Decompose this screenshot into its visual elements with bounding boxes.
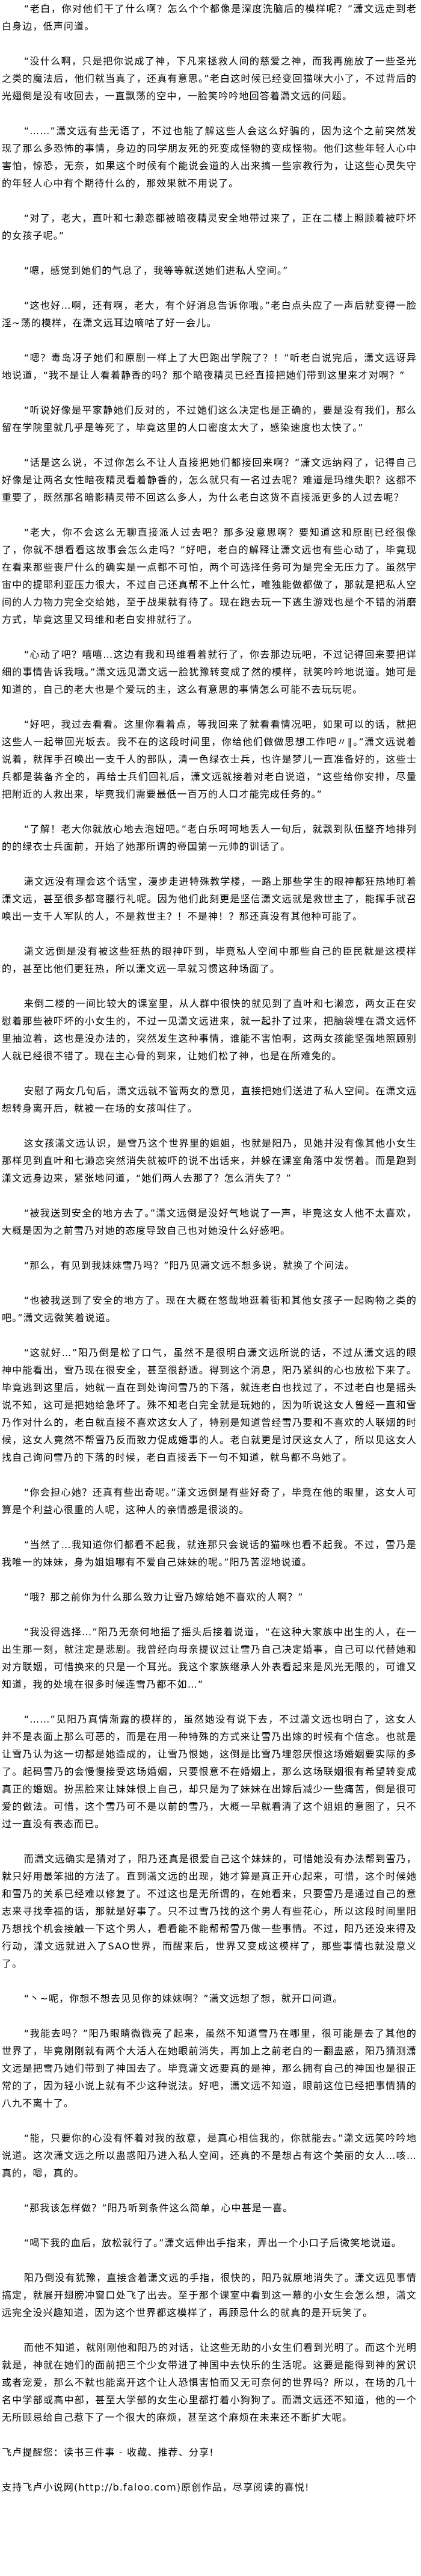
story-paragraph: “听说好像是平家静她们反对的，不过她们这么决定也是正确的，要是没有我们，那么留在… xyxy=(2,404,417,433)
story-paragraph: “没什么啊，只是把你说成了神，下凡来拯救人间的慈爱之神，而我再施放了一些圣光之类… xyxy=(2,55,417,102)
story-paragraph: “哦？那之前你为什么那么致力让雪乃嫁给她不喜欢的人啊？” xyxy=(23,1591,304,1603)
story-paragraph: 安慰了两女几句后，潇文远就不管两女的意见，直接把她们送进了私人空间。在潇文远想转… xyxy=(2,1085,417,1114)
story-paragraph: “丶~呢，你想不想去见见你的妹妹啊？”潇文远想了想，就开口问道。 xyxy=(23,1993,343,2004)
story-paragraph: “嗯，感觉到她们的气息了，我等等就送她们进私人空间。” xyxy=(23,265,289,276)
story-paragraph: “嗯？毒岛冴子她们和原剧一样上了大巴跑出学院了？！”听老白说完后，潇文远讶异地说… xyxy=(2,352,417,381)
footer-support-notice: 支持飞卢小说网(http://b.faloo.com)原创作品，尽享阅读的喜悦! xyxy=(2,2482,310,2493)
story-paragraph: “……”潇文远有些无语了，不过也能了解这些人会这么好骗的，因为这个之前突然发现了… xyxy=(2,125,417,189)
story-paragraph: 这女孩潇文远认识，是雪乃这个世界里的姐姐，也就是阳乃，见她并没有像其他小女生那样… xyxy=(2,1138,417,1184)
footer-reminder: 飞卢提醒您：读书三件事 - 收藏、推荐、分享! xyxy=(2,2447,214,2458)
story-paragraph: 潇文远倒是没有被这些狂热的眼神吓到，毕竟私人空间中那些自己的臣民就是这模样的，甚… xyxy=(2,946,417,974)
story-paragraph: 来倒二楼的一间比较大的课室里，从人群中很快的就见到了直叶和七濑恋，两女正在安慰着… xyxy=(2,998,417,1062)
story-paragraph: “话是这么说，不过你怎么不让人直接把她们都接回来啊？”潇文远纳闷了，记得自己好像… xyxy=(2,457,417,503)
story-paragraph: “对了，老大，直叶和七濑恋都被暗夜精灵安全地带过来了，正在二楼上照顾着被吓坏的女… xyxy=(2,212,417,241)
story-paragraph: “老大，你不会这么无聊直接派人过去吧？那多没意思啊？要知道这和原剧已经很像了，你… xyxy=(2,527,417,625)
chapter-body: “老白，你对他们干了什么啊？怎么个个都像是深度洗脑后的模样呢？”潇文远走到老白身… xyxy=(2,0,417,2426)
story-paragraph: 而他不知道，就刚刚他和阳乃的对话，让这些无助的小女生们看到光明了。而这个光明就是… xyxy=(2,2342,417,2423)
story-paragraph: 潇文远没有理会这个话宝，漫步走进特殊教学楼，一路上那些学生的眼神都狂热地盯着潇文… xyxy=(2,876,417,922)
story-paragraph: “你会担心她？还真有些出奇呢。”潇文远倒是有些好奇了，毕竟在他的眼里，这女人可算… xyxy=(2,1487,417,1516)
story-paragraph: “当然了…我知道你们都看不起我，就连那只会说话的猫咪也看不起我。不过，雪乃是我唯… xyxy=(2,1539,417,1568)
story-paragraph: “那我该怎样做？”阳乃听到条件这么简单，心中甚是一喜。 xyxy=(23,2202,293,2214)
chapter-page: “老白，你对他们干了什么啊？怎么个个都像是深度洗脑后的模样呢？”潇文远走到老白身… xyxy=(2,0,417,2493)
story-paragraph: 而潇文远确实是猜对了，阳乃还真是很爱自己这个妹妹的，可惜她没有办法帮到雪乃，就只… xyxy=(2,1853,417,1969)
story-paragraph: “……”见阳乃真情渐露的模样的，虽然她没有说下去，不过潇文远也明白了，这女人并不… xyxy=(2,1714,417,1830)
story-paragraph: “我能去吗？”阳乃眼睛微微亮了起来，虽然不知道雪乃在哪里，很可能是去了其他的世界… xyxy=(2,2028,417,2109)
story-paragraph: “这也好…啊，还有啊，老大，有个好消息告诉你哦。”老白点头应了一声后就变得一脸淫… xyxy=(2,300,417,329)
story-paragraph: “心动了吧？嘻嘻…这边有我和玛维看着就行了，你去那边玩吧，不过记得回来要把详细的… xyxy=(2,649,417,695)
story-paragraph: “也被我送到了安全的地方了。现在大概在悠哉地逛着街和其他女孩子一起购物之类的吧。… xyxy=(2,1295,417,1324)
story-paragraph: “被我送到安全的地方去了。”潇文远倒是没好气地说了一声，毕竟这女人他不太喜欢，大… xyxy=(2,1207,417,1236)
story-paragraph: “老白，你对他们干了什么啊？怎么个个都像是深度洗脑后的模样呢？”潇文远走到老白身… xyxy=(2,3,417,32)
story-paragraph: “那么，有见到我妹妹雪乃吗？”阳乃见潇文远不想多说，就换了个问法。 xyxy=(23,1260,355,1271)
story-paragraph: 阳乃倒没有犹豫，直接含着潇文远的手指，很快的，阳乃就原地消失了。潇文远见事情搞定… xyxy=(2,2272,417,2318)
story-paragraph: “我没得选择…”阳乃无奈何地摇了摇头后接着说道，“在这种大家族中出生的人，在一出… xyxy=(2,1626,417,1690)
story-paragraph: “好吧，我过去看看。这里你看着点，等我回来了就看看情况吧，如果可以的话，就把这些… xyxy=(2,719,417,800)
story-paragraph: “这就好…”阳乃倒是松了口气，虽然不是很明白潇文远所说的话，不过从潇文远的眼神中… xyxy=(2,1347,417,1463)
story-paragraph: “喝下我的血后，放松就行了。”潇文远伸出手指来，弄出一个小口子后微笑地说道。 xyxy=(23,2237,402,2249)
story-paragraph: “了解！老大你就放心地去泡妞吧。”老白乐呵呵地丢人一句后，就飘到队伍整齐地排列的… xyxy=(2,823,417,852)
story-paragraph: “能，只要你的心没有怀着对我的敌意，是真心相信我的，你就能去。”潇文远笑吟吟地说… xyxy=(2,2132,417,2179)
